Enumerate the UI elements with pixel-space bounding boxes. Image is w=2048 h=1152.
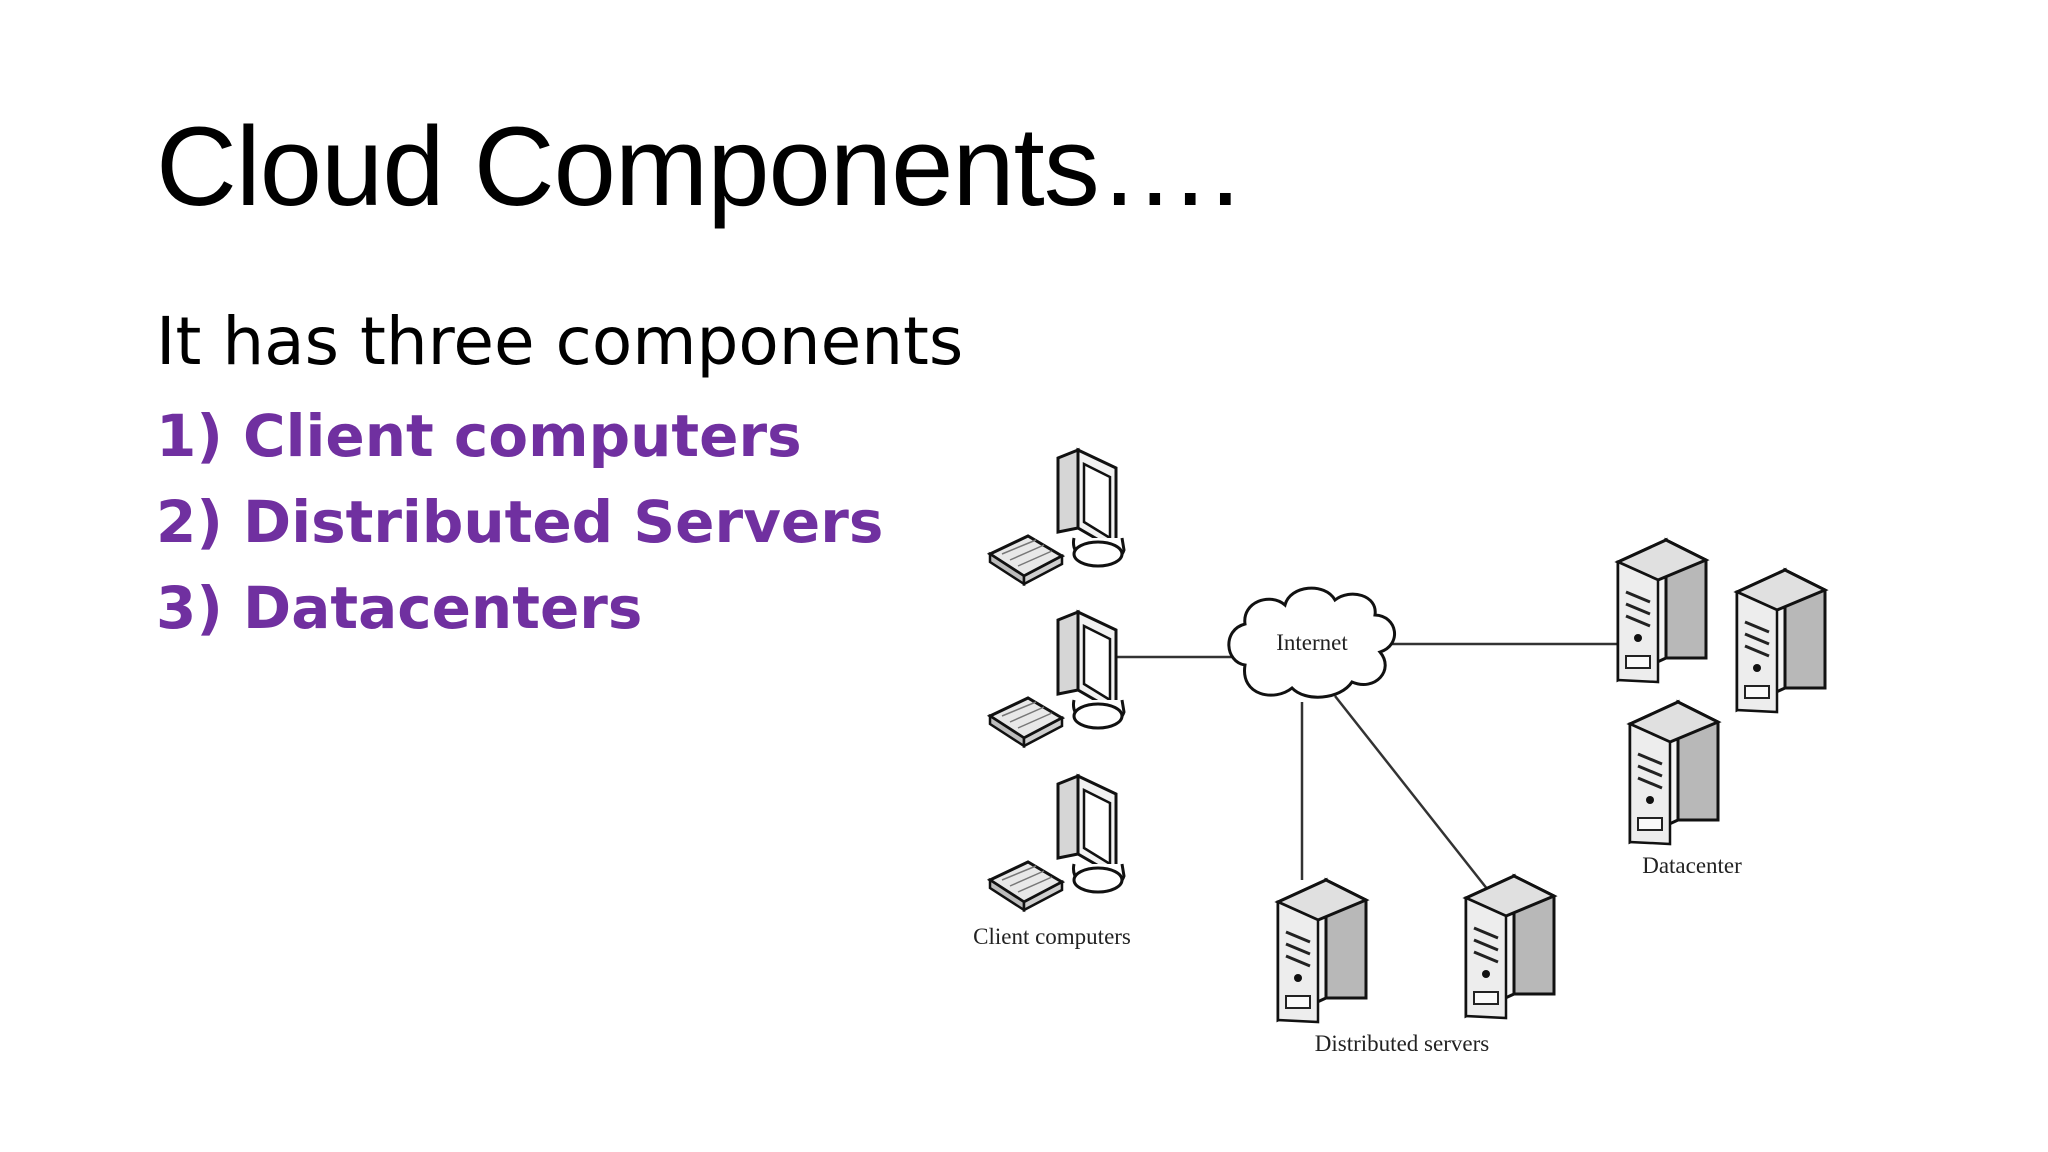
cloud-network-diagram: Internet Client computers Distributed se…	[973, 448, 1827, 1056]
server-icon	[1735, 568, 1827, 714]
component-item-client-computers: 1) Client computers	[156, 402, 802, 470]
connection-lines	[1095, 642, 1620, 891]
server-icon	[1628, 700, 1720, 846]
internet-label: Internet	[1276, 630, 1348, 655]
slide-title: Cloud Components….	[156, 104, 1241, 229]
computer-icon	[988, 448, 1126, 586]
intro-text: It has three components	[156, 303, 964, 380]
component-item-datacenters: 3) Datacenters	[156, 574, 643, 642]
server-icon	[1616, 538, 1708, 684]
distributed-servers-label: Distributed servers	[1315, 1031, 1489, 1056]
computer-icon	[988, 774, 1126, 912]
server-icon	[1464, 874, 1556, 1020]
computer-icon	[988, 610, 1126, 748]
component-item-distributed-servers: 2) Distributed Servers	[156, 488, 884, 556]
server-icon	[1276, 878, 1368, 1024]
datacenter-label: Datacenter	[1642, 853, 1742, 878]
cloud-icon	[1227, 586, 1397, 699]
client-computers-label: Client computers	[973, 924, 1131, 949]
